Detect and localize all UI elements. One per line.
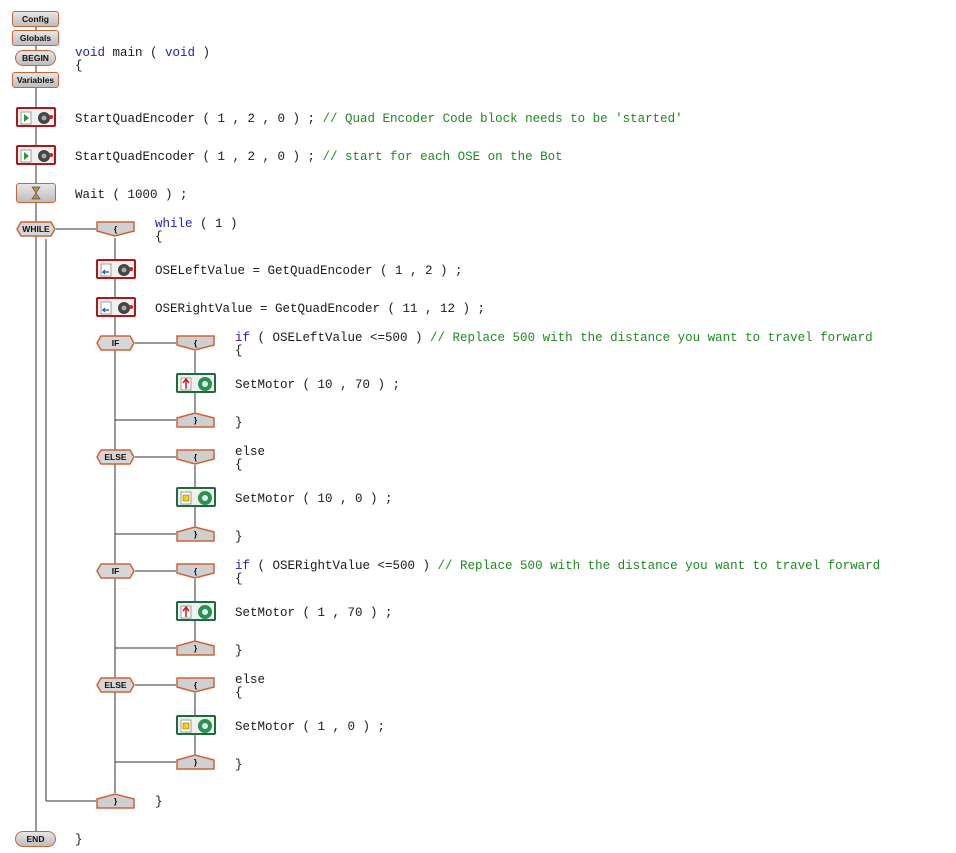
else1-open-brace-text: { bbox=[235, 458, 243, 472]
code-line-left-read: OSELeftValue = GetQuadEncoder ( 1 , 2 ) … bbox=[155, 264, 463, 278]
else2-open-brace-block[interactable]: { bbox=[176, 677, 215, 693]
variables-block[interactable]: Variables bbox=[12, 72, 59, 88]
code-line-if-2: if ( OSERightValue <=500 ) // Replace 50… bbox=[235, 559, 880, 573]
else2-close-brace-block[interactable]: } bbox=[176, 754, 215, 770]
if-block-label: IF bbox=[111, 338, 120, 348]
start-quad-encoder-block-2[interactable] bbox=[16, 145, 56, 165]
keyword-while: while bbox=[155, 217, 193, 231]
code-text: ( OSERightValue <=500 ) bbox=[250, 559, 438, 573]
wait-block[interactable] bbox=[16, 183, 56, 203]
set-motor-block-4[interactable] bbox=[176, 715, 216, 735]
if2-close-brace-block[interactable]: } bbox=[176, 640, 215, 656]
code-line-motor-1: SetMotor ( 10 , 70 ) ; bbox=[235, 378, 401, 392]
motor-stop-icon bbox=[180, 491, 212, 505]
if1-close-brace-block[interactable]: } bbox=[176, 412, 215, 428]
while-close-brace-block[interactable]: } bbox=[96, 793, 135, 809]
else2-open-brace-text: { bbox=[235, 686, 243, 700]
else1-close-brace-text: } bbox=[235, 530, 243, 544]
encoder-read-icon bbox=[100, 301, 133, 315]
code-line-motor-3: SetMotor ( 1 , 70 ) ; bbox=[235, 606, 393, 620]
else-block-1[interactable]: ELSE bbox=[96, 449, 135, 465]
set-motor-block-3[interactable] bbox=[176, 601, 216, 621]
encoder-icon bbox=[20, 149, 53, 163]
open-brace-label: { bbox=[193, 680, 198, 690]
keyword-void: void bbox=[75, 46, 106, 60]
code-line-while: while ( 1 ) bbox=[155, 217, 238, 231]
code-line-motor-2: SetMotor ( 10 , 0 ) ; bbox=[235, 492, 393, 506]
if-block-label: IF bbox=[111, 566, 120, 576]
code-text: StartQuadEncoder ( 1 , 2 , 0 ) ; bbox=[75, 150, 323, 164]
code-comment: // Quad Encoder Code block needs to be '… bbox=[322, 112, 683, 126]
config-block[interactable]: Config bbox=[12, 11, 59, 27]
else-block-label: ELSE bbox=[104, 680, 127, 690]
keyword-if: if bbox=[235, 559, 251, 573]
motor-stop-icon bbox=[180, 719, 212, 733]
code-text: StartQuadEncoder ( 1 , 2 , 0 ) ; bbox=[75, 112, 323, 126]
else-block-label: ELSE bbox=[104, 452, 127, 462]
open-brace-label: { bbox=[193, 566, 198, 576]
close-brace-label: } bbox=[193, 757, 198, 767]
if-block-1[interactable]: IF bbox=[96, 335, 135, 351]
open-brace-label: { bbox=[193, 338, 198, 348]
get-quad-encoder-left-block[interactable] bbox=[96, 259, 136, 279]
if2-close-brace-text: } bbox=[235, 644, 243, 658]
close-brace-label: } bbox=[193, 643, 198, 653]
code-line-if-1: if ( OSELeftValue <=500 ) // Replace 500… bbox=[235, 331, 873, 345]
main-close-brace: } bbox=[75, 833, 83, 847]
encoder-read-icon bbox=[100, 263, 133, 277]
open-brace-label: { bbox=[193, 452, 198, 462]
motor-forward-icon bbox=[180, 605, 212, 619]
set-motor-block-1[interactable] bbox=[176, 373, 216, 393]
else-block-2[interactable]: ELSE bbox=[96, 677, 135, 693]
while-open-brace-text: { bbox=[155, 230, 163, 244]
if2-open-brace-block[interactable]: { bbox=[176, 563, 215, 579]
keyword-if: if bbox=[235, 331, 251, 345]
hourglass-icon bbox=[31, 186, 41, 200]
begin-block[interactable]: BEGIN bbox=[15, 50, 56, 66]
code-line-right-read: OSERightValue = GetQuadEncoder ( 11 , 12… bbox=[155, 302, 486, 316]
code-line-else-1: else bbox=[235, 445, 266, 459]
open-brace-label: { bbox=[113, 224, 118, 234]
code-text: main ( bbox=[105, 46, 166, 60]
if2-open-brace-text: { bbox=[235, 572, 243, 586]
close-brace-label: } bbox=[193, 415, 198, 425]
else1-open-brace-block[interactable]: { bbox=[176, 449, 215, 465]
encoder-icon bbox=[20, 111, 53, 125]
code-line-start-encoder-1: StartQuadEncoder ( 1 , 2 , 0 ) ; // Quad… bbox=[75, 112, 683, 126]
code-text: ( 1 ) bbox=[192, 217, 238, 231]
while-block[interactable]: WHILE bbox=[16, 221, 56, 237]
start-quad-encoder-block-1[interactable] bbox=[16, 107, 56, 127]
code-text: ) bbox=[195, 46, 211, 60]
else1-close-brace-block[interactable]: } bbox=[176, 526, 215, 542]
set-motor-block-2[interactable] bbox=[176, 487, 216, 507]
else2-close-brace-text: } bbox=[235, 758, 243, 772]
while-open-brace-block[interactable]: { bbox=[96, 221, 135, 237]
get-quad-encoder-right-block[interactable] bbox=[96, 297, 136, 317]
keyword-void: void bbox=[165, 46, 196, 60]
code-comment: // Replace 500 with the distance you wan… bbox=[430, 331, 873, 345]
while-block-label: WHILE bbox=[22, 224, 50, 234]
globals-block[interactable]: Globals bbox=[12, 30, 59, 46]
while-close-brace-text: } bbox=[155, 795, 163, 809]
close-brace-label: } bbox=[113, 796, 118, 806]
main-open-brace: { bbox=[75, 59, 83, 73]
code-line-else-2: else bbox=[235, 673, 266, 687]
code-comment: // Replace 500 with the distance you wan… bbox=[437, 559, 881, 573]
if1-close-brace-text: } bbox=[235, 416, 243, 430]
if-block-2[interactable]: IF bbox=[96, 563, 135, 579]
main-signature: void main ( void ) bbox=[75, 46, 210, 60]
code-text: ( OSELeftValue <=500 ) bbox=[250, 331, 431, 345]
if1-open-brace-text: { bbox=[235, 344, 243, 358]
if1-open-brace-block[interactable]: { bbox=[176, 335, 215, 351]
code-line-motor-4: SetMotor ( 1 , 0 ) ; bbox=[235, 720, 386, 734]
code-line-start-encoder-2: StartQuadEncoder ( 1 , 2 , 0 ) ; // star… bbox=[75, 150, 563, 164]
code-line-wait: Wait ( 1000 ) ; bbox=[75, 188, 188, 202]
close-brace-label: } bbox=[193, 529, 198, 539]
motor-forward-icon bbox=[180, 377, 212, 391]
end-block[interactable]: END bbox=[15, 831, 56, 847]
code-comment: // start for each OSE on the Bot bbox=[322, 150, 563, 164]
